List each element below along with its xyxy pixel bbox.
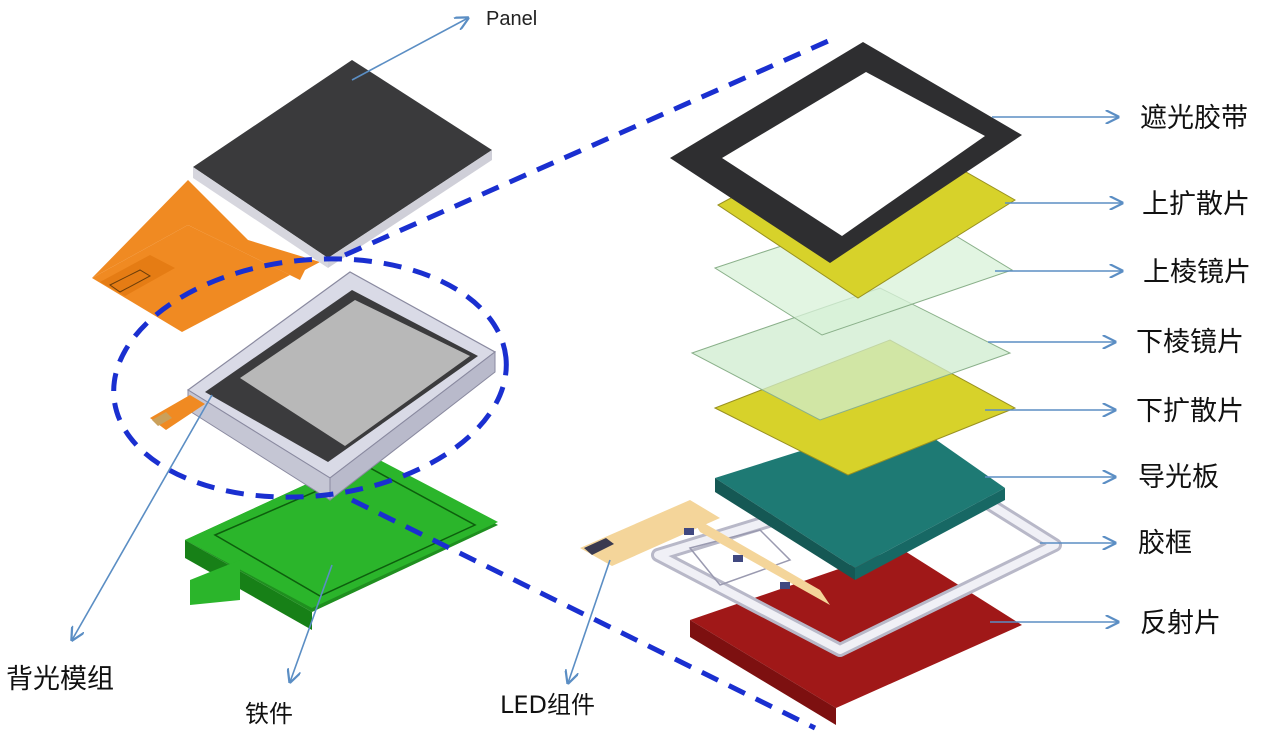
label-led-assembly: LED组件 (500, 691, 595, 719)
label-light-guide-plate: 导光板 (1138, 462, 1219, 493)
arrow-backlight (72, 394, 213, 640)
arrows (72, 18, 1122, 683)
arrow-led (568, 559, 611, 683)
light-guide-plate (715, 418, 1005, 580)
backlight-ellipse (111, 256, 509, 500)
label-plastic-frame: 胶框 (1138, 528, 1192, 559)
backlight-module (150, 271, 497, 502)
label-shading-tape: 遮光胶带 (1140, 103, 1248, 134)
label-panel: Panel (486, 8, 537, 30)
label-upper-prism: 上棱镜片 (1143, 257, 1251, 288)
label-lower-prism: 下棱镜片 (1136, 327, 1244, 358)
dash-line-bottom (350, 497, 817, 731)
led-assembly (580, 500, 830, 605)
arrow-panel (351, 18, 468, 81)
label-upper-diffuser: 上扩散片 (1142, 189, 1250, 220)
label-iron-part: 铁件 (245, 700, 293, 728)
reflector (690, 548, 1022, 725)
arrow-iron (290, 564, 333, 682)
panel (92, 60, 492, 332)
label-reflector: 反射片 (1140, 608, 1221, 639)
shading-tape (670, 42, 1022, 263)
iron-part (185, 455, 498, 630)
dashed-guides (111, 35, 837, 731)
label-backlight-module: 背光模组 (6, 664, 114, 695)
label-lower-diffuser: 下扩散片 (1136, 396, 1244, 427)
